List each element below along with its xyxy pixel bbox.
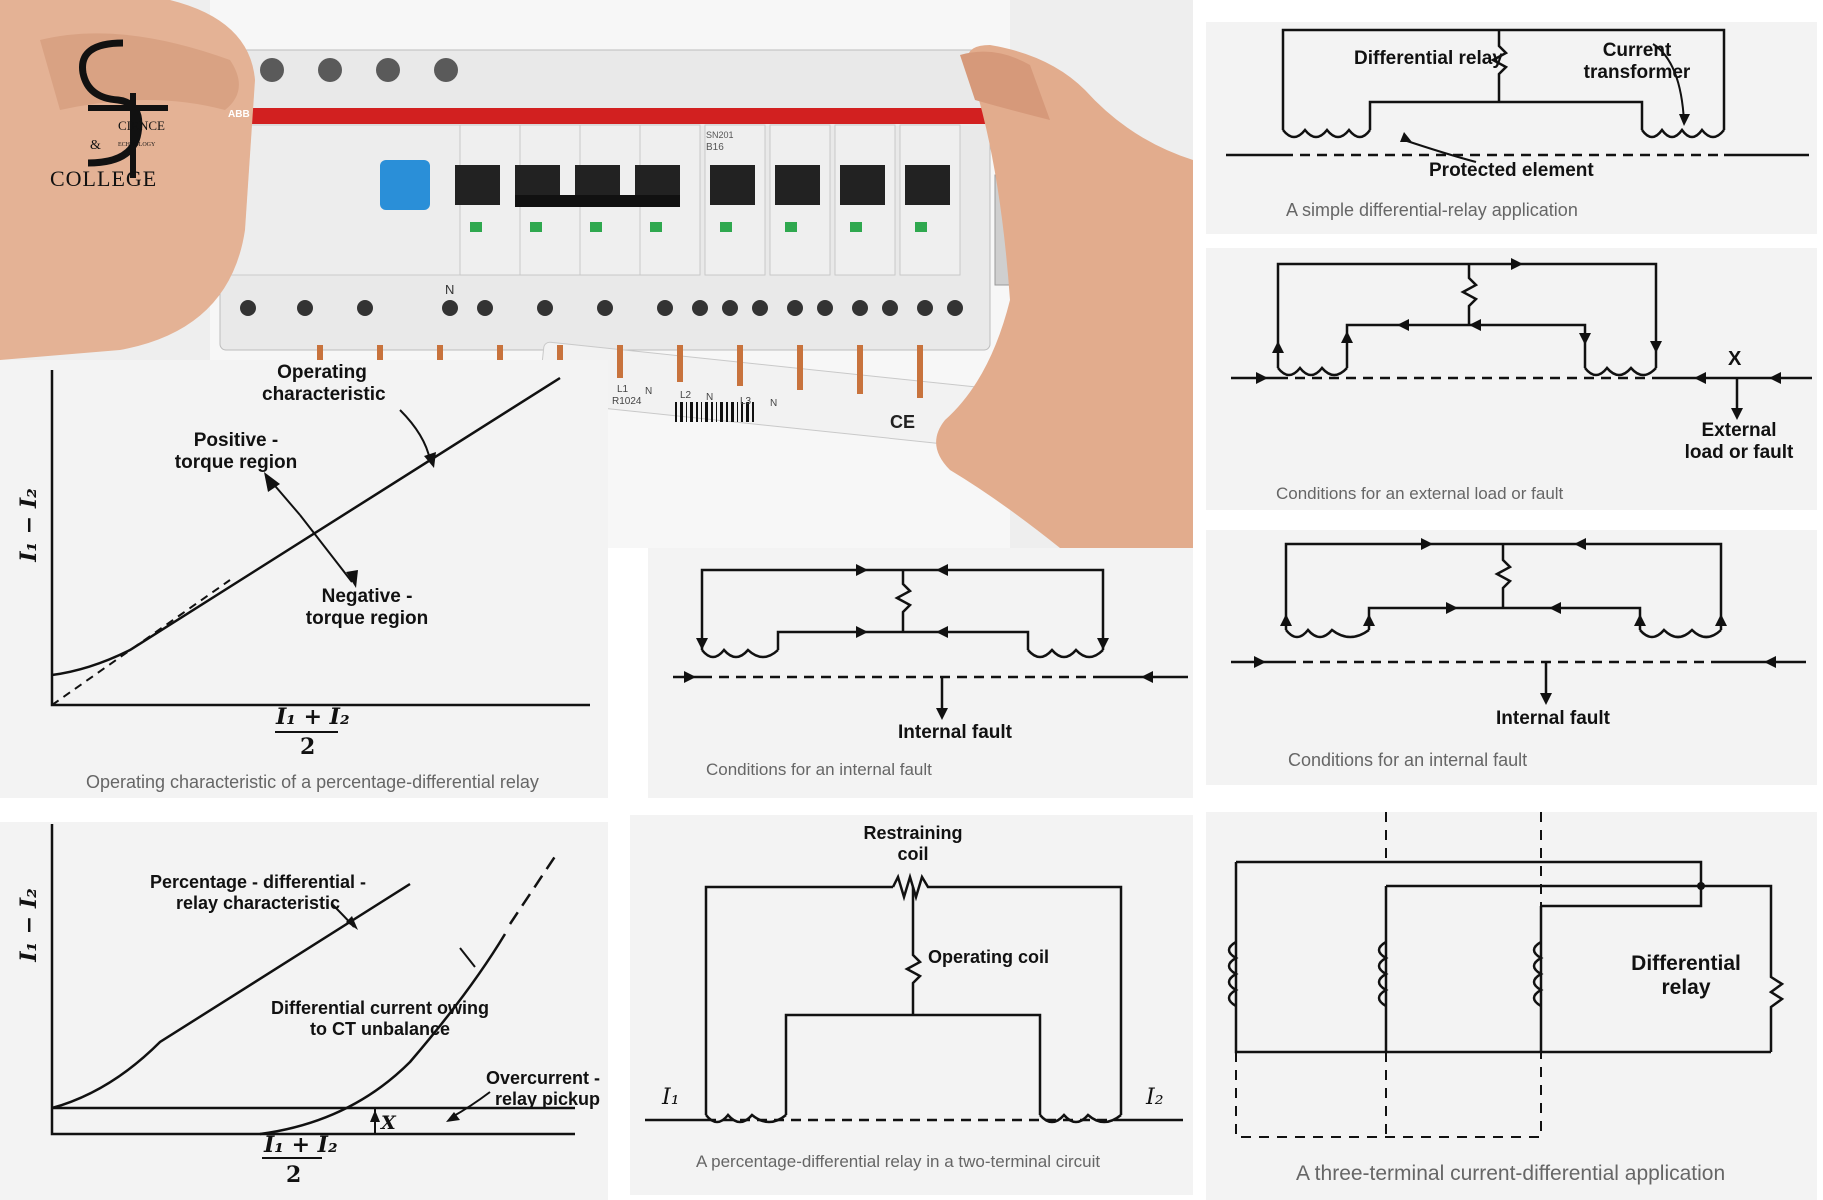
photo-terminal-l3: L3: [740, 396, 752, 407]
pct-characteristic-label: Percentage - differential - relay charac…: [149, 872, 367, 913]
logo-top-text: CIENCE: [118, 118, 165, 133]
three-terminal-caption: A three-terminal current-differential ap…: [1296, 1162, 1726, 1185]
char1-x-denominator: 2: [300, 734, 316, 760]
operating-characteristic-chart: Operating characteristic Positive - torq…: [0, 360, 608, 798]
char2-x-numerator: I₁ + I₂: [264, 1132, 338, 1158]
photo-breaker-code: SN201: [706, 130, 734, 140]
ct-unbalance-label: Differential current owing to CT unbalan…: [270, 998, 490, 1039]
photo-neutral-mark: N: [445, 282, 455, 297]
photo-breaker-rating: B16: [706, 142, 724, 153]
simple-relay-diagram: Differential relay Current transformer P…: [1206, 22, 1817, 234]
negative-torque-label: Negative - torque region: [305, 586, 429, 629]
simple-relay-caption: A simple differential-relay application: [1286, 200, 1578, 220]
photo-ce-mark: CE: [890, 412, 916, 432]
three-terminal-relay-label: Differential relay: [1631, 952, 1741, 1000]
photo-busbar-code: R1024: [612, 396, 642, 407]
external-fault-label: External load or fault: [1684, 420, 1794, 463]
photo-terminal-n3: N: [770, 398, 778, 409]
two-terminal-svg: [645, 872, 1183, 1124]
internal-fault-b-caption: Conditions for an internal fault: [1288, 750, 1528, 770]
two-terminal-diagram: Restraining coil Operating coil I₁ I₂ A …: [630, 815, 1193, 1195]
internal-fault-a-caption: Conditions for an internal fault: [706, 760, 932, 779]
external-x-label: X: [1728, 348, 1742, 370]
percentage-differential-svg: [50, 824, 575, 1159]
logo-mark: [79, 39, 168, 178]
internal-fault-b-svg: [1231, 538, 1806, 705]
operating-characteristic-svg: [50, 370, 590, 733]
logo-amp-text: &: [90, 138, 101, 153]
photo-terminal-n2: N: [706, 392, 714, 403]
protected-element-label: Protected element: [1429, 160, 1594, 181]
college-logo: CIENCE & ECHNOLOGY COLLEGE: [48, 38, 178, 198]
internal-fault-a-svg: [673, 564, 1188, 720]
current-i1-label: I₁: [662, 1085, 680, 1110]
char2-y-axis-label: I₁ − I₂: [15, 888, 42, 962]
positive-torque-label: Positive - torque region: [174, 430, 298, 473]
photo-terminal-n1: N: [645, 386, 653, 397]
char1-caption: Operating characteristic of a percentage…: [86, 772, 539, 792]
internal-fault-b-label: Internal fault: [1496, 708, 1611, 729]
current-i2-label: I₂: [1146, 1085, 1164, 1110]
external-fault-caption: Conditions for an external load or fault: [1276, 484, 1564, 503]
percentage-differential-chart: Percentage - differential - relay charac…: [0, 822, 608, 1200]
internal-fault-a-label: Internal fault: [898, 722, 1013, 743]
internal-fault-diagram-b: Internal fault Conditions for an interna…: [1206, 530, 1817, 785]
char2-x-denominator: 2: [286, 1162, 302, 1188]
char2-x-point-label: X: [381, 1112, 396, 1134]
breaker-panel-photo: ABB SN201 B16 N R1024 L1 N L2 N L3 N CE: [0, 0, 1193, 548]
operating-characteristic-label: Operating characteristic: [262, 362, 386, 405]
char1-x-numerator: I₁ + I₂: [276, 704, 350, 730]
operating-coil-label: Operating coil: [928, 947, 1050, 967]
three-terminal-diagram: Differential relay A three-terminal curr…: [1206, 812, 1817, 1200]
overcurrent-pickup-label: Overcurrent - relay pickup: [485, 1068, 600, 1109]
external-fault-diagram: X External load or fault Conditions for …: [1206, 248, 1817, 510]
three-terminal-svg: [1227, 812, 1785, 1138]
logo-bottom-text: COLLEGE: [50, 166, 158, 191]
restraining-coil-label: Restraining coil: [863, 823, 963, 864]
photo-terminal-l2: L2: [680, 390, 692, 401]
char1-y-axis-label: I₁ − I₂: [15, 488, 42, 562]
external-fault-svg: [1231, 258, 1812, 420]
current-transformer-label: Current transformer: [1583, 40, 1691, 83]
photo-terminal-l1: L1: [617, 384, 629, 395]
photo-brand: ABB: [228, 109, 250, 120]
simple-relay-svg: [1226, 28, 1809, 163]
differential-relay-label: Differential relay: [1354, 48, 1503, 69]
logo-sub-text: ECHNOLOGY: [118, 142, 156, 148]
two-terminal-caption: A percentage-differential relay in a two…: [696, 1152, 1101, 1171]
internal-fault-diagram-a: Internal fault Conditions for an interna…: [648, 548, 1193, 798]
breaker-panel-illustration: [0, 0, 1193, 548]
